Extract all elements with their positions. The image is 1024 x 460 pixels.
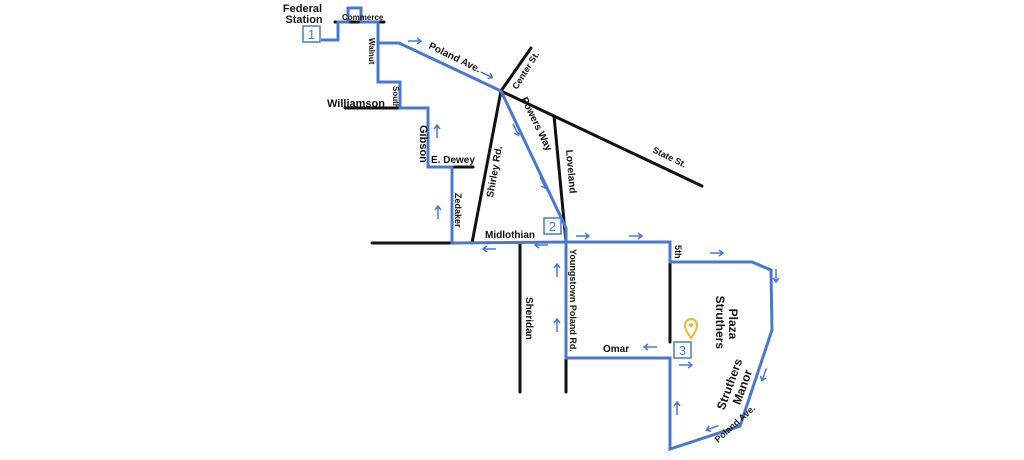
direction-arrow-icon	[553, 317, 561, 332]
direction-arrow-icon	[772, 269, 780, 284]
struthers-plaza-line-2: Plaza	[726, 309, 740, 340]
street-label-south: South	[391, 86, 400, 109]
street-label-powers-way: Powers Way	[518, 95, 554, 153]
direction-arrow-icon	[433, 123, 441, 138]
direction-arrow-icon	[533, 241, 548, 249]
federal-station-label: Federal Station	[283, 3, 325, 26]
stop-2-box	[543, 217, 562, 235]
stop-3[interactable]: 3	[673, 341, 692, 359]
street-label-williamson: Williamson	[327, 98, 385, 110]
direction-arrow-icon	[642, 343, 657, 351]
street-label-e-dewey: E. Dewey	[431, 155, 475, 166]
direction-arrow-icon	[481, 245, 496, 253]
street-state-st-line	[499, 89, 704, 188]
stop-2[interactable]: 2	[543, 217, 562, 235]
stop-1-box	[302, 25, 321, 43]
street-label-loveland: Loveland	[563, 149, 578, 194]
bus-route	[321, 6, 774, 452]
streets	[333, 20, 704, 394]
direction-arrow-icon	[576, 232, 591, 240]
stop-1[interactable]: 1	[302, 25, 321, 43]
street-label-walnut: Walnut	[367, 38, 376, 65]
street-label-omar: Omar	[603, 344, 629, 355]
street-label-zedaker: Zedaker	[453, 193, 463, 228]
direction-arrow-icon	[673, 400, 681, 415]
direction-arrow-icon	[408, 37, 423, 45]
street-label-gibson: Gibson	[417, 125, 429, 163]
federal-station-line-2: Station	[285, 14, 323, 26]
direction-arrow-icon	[512, 123, 521, 137]
direction-arrow-icon	[759, 368, 768, 382]
direction-arrow-icon	[710, 249, 725, 257]
direction-arrows	[408, 37, 780, 433]
street-center-st-line	[499, 46, 533, 93]
street-label-commerce: Commerce	[342, 13, 384, 22]
stop-3-label: 3	[679, 343, 686, 358]
route-station-loop	[321, 6, 380, 43]
direction-arrow-icon	[553, 262, 561, 277]
direction-arrow-icon	[539, 176, 548, 190]
stop-2-label: 2	[549, 219, 556, 234]
direction-arrow-icon	[434, 204, 442, 219]
struthers-plaza-line-1: Struthers	[713, 296, 727, 350]
street-label-midlothian: Midlothian	[485, 230, 535, 241]
direction-arrow-icon	[480, 71, 494, 80]
street-label-sheridan: Sheridan	[523, 297, 534, 340]
stop-1-label: 1	[308, 27, 315, 42]
direction-arrow-icon	[705, 424, 719, 433]
street-label-youngstown-poland-rd: Youngstown Poland Rd.	[568, 249, 578, 352]
direction-arrow-icon	[629, 232, 644, 240]
street-shirley-rd-line	[470, 89, 503, 245]
location-pin-icon[interactable]	[683, 318, 699, 340]
federal-station-line-1: Federal	[283, 3, 322, 15]
struthers-plaza-label: Struthers Plaza	[713, 296, 740, 353]
direction-arrow-icon	[679, 361, 694, 369]
route-main	[376, 41, 774, 452]
street-label-fifth: 5th	[673, 245, 683, 259]
stop-3-box	[673, 341, 692, 359]
